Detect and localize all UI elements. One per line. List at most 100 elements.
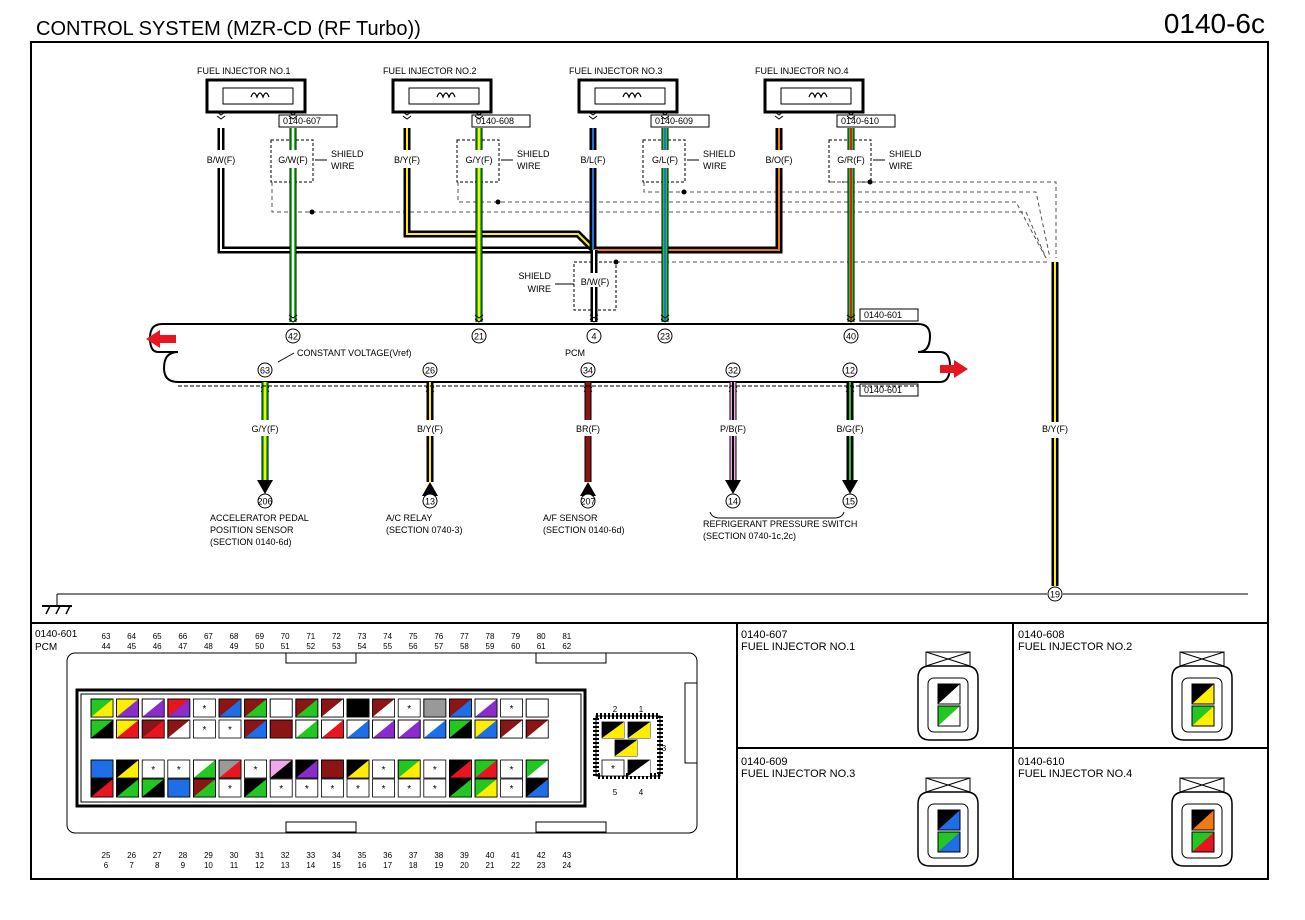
pin-outline [295,698,319,718]
pcm-label: PCM [565,348,585,358]
pin-stripe [628,722,650,738]
pin-number: 23 [537,861,546,870]
pin-number: 68 [230,632,239,641]
connector-name: PCM [35,642,57,653]
pin-number: 43 [562,851,571,860]
pin-circle [471,328,487,344]
pin-number: 76 [434,632,443,641]
pin-stripe [244,699,267,717]
pin-number: 38 [434,851,443,860]
pin-empty-mark: * [382,765,386,776]
coil-icon [622,92,642,99]
pin-empty-mark: * [305,784,309,795]
vref-label: CONSTANT VOLTAGE(Vref) [297,348,412,358]
pin-outline [269,719,293,739]
connector-code: 0140-608 [476,116,514,126]
injector-inner [594,87,666,105]
pin-stripe [475,760,497,778]
pin-number: 13 [281,861,290,870]
shield-label: SHIELD [889,149,922,159]
pin-number: 11 [230,861,239,870]
pin-number: 70 [281,632,290,641]
pin-number: 62 [562,642,571,651]
pin-number: 39 [460,851,469,860]
pin-empty-mark: * [510,704,514,715]
pin-number: 61 [537,642,546,651]
connector-code-box [836,114,896,128]
pin-outline [320,719,344,739]
pin-empty-mark: * [510,765,514,776]
pin-empty-mark: * [202,704,206,715]
shield-label: WIRE [528,284,552,294]
pin-outline [116,698,139,718]
pin-number: 42 [537,851,546,860]
connector-panel-frame [30,622,1269,880]
label-mask [713,420,753,436]
pin-cell [192,698,216,718]
pin-number: 80 [537,632,546,641]
label-mask [410,420,450,436]
pin-outline [937,809,961,831]
pin-stripe [270,760,293,778]
pin-outline [372,719,396,739]
pin-stripe [193,760,216,778]
label-mask [1034,422,1076,438]
connector-chevron [288,314,298,323]
pin-number: 48 [204,642,213,651]
pin-number: 30 [230,851,239,860]
pin-number: 66 [178,632,187,641]
connector-name: FUEL INJECTOR NO.3 [741,768,855,780]
pin-stripe [1192,832,1214,852]
pin-circle [725,493,741,509]
pin-stripe [526,699,549,717]
pin-outline [474,719,498,739]
connector-chevron [402,111,412,120]
pin-outline [295,759,319,779]
pin-number: 16 [358,861,367,870]
pin-stripe [295,699,318,717]
pin-outline [116,778,139,798]
coil-icon [436,92,456,99]
pin-number: 81 [562,632,571,641]
pin-outline [320,698,344,718]
pin-stripe [91,760,113,778]
pin-outline [244,698,268,718]
label-mask [274,150,312,168]
connector-name: FUEL INJECTOR NO.2 [1018,641,1132,653]
injector-body [763,78,865,114]
pin-stripe [142,699,165,717]
pin-number: 77 [460,632,469,641]
pin-stripe [295,760,318,778]
pin-stripe [270,699,293,717]
connector-code-box [471,114,531,128]
pin-outline [141,719,165,739]
injector-label: FUEL INJECTOR NO.4 [755,66,849,76]
pin-outline [423,719,447,739]
shield-wire [457,182,1047,259]
connector-code: 0140-601 [35,629,78,640]
pin-outline [346,759,370,779]
pin-stripe [398,760,421,778]
pin-cell [218,778,242,798]
pin-number: 73 [358,632,367,641]
wire-layer [404,128,596,252]
wire-bo [594,128,783,254]
pin-stripe [475,779,497,797]
shield-label: SHIELD [331,149,364,159]
destination-label: (SECTION 0140-6d) [543,525,625,535]
injector-label: FUEL INJECTOR NO.3 [569,66,663,76]
pin-outline [167,719,191,739]
pin-circle [422,362,438,378]
pin-stripe [116,779,139,797]
pin-outline [141,698,165,718]
wire-code: B/L(F) [580,155,605,165]
pin-stripe [628,760,650,776]
pin-number: 74 [383,632,392,641]
pin-cell [141,759,165,779]
pin-circle [725,362,741,378]
connector-name: FUEL INJECTOR NO.4 [1018,768,1132,780]
pin-circle [842,493,858,509]
pin-empty-mark: * [382,784,386,795]
pin-number: 63 [260,366,270,376]
pin-number: 1 [639,705,644,714]
